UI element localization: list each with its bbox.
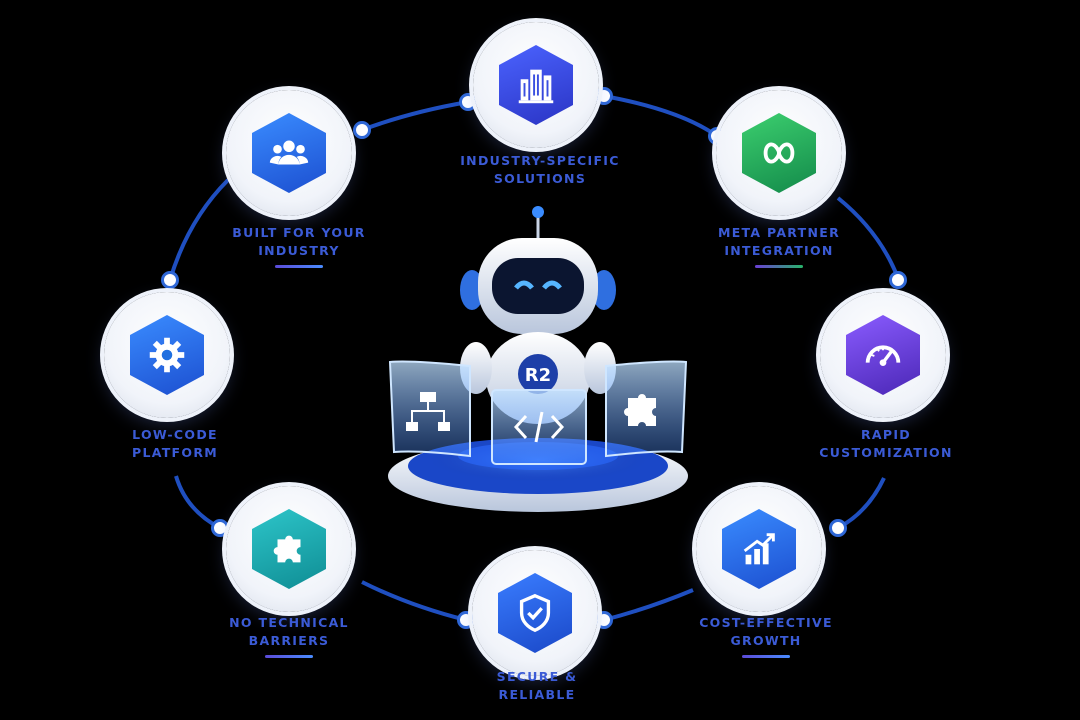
label-underline bbox=[755, 265, 803, 268]
shield-check-icon bbox=[498, 573, 572, 653]
label-underline bbox=[265, 655, 313, 658]
node-cost-effective[interactable] bbox=[696, 486, 822, 612]
connector-dot bbox=[889, 271, 907, 289]
robot-illustration: R2 bbox=[388, 206, 688, 512]
label-underline bbox=[742, 655, 790, 658]
flowchart-icon bbox=[406, 392, 450, 431]
node-meta-partner[interactable] bbox=[716, 90, 842, 216]
puzzle-icon bbox=[252, 509, 326, 589]
growth-chart-icon bbox=[722, 509, 796, 589]
node-no-technical-barriers[interactable] bbox=[226, 486, 352, 612]
users-icon bbox=[252, 113, 326, 193]
gear-icon bbox=[130, 315, 204, 395]
connector-dot bbox=[211, 519, 229, 537]
node-low-code[interactable] bbox=[104, 292, 230, 418]
connector-dot bbox=[829, 519, 847, 537]
buildings-icon bbox=[499, 45, 573, 125]
speedometer-icon bbox=[846, 315, 920, 395]
node-industry-specific[interactable] bbox=[473, 22, 599, 148]
label-secure-reliable: SECURE &RELIABLE bbox=[496, 669, 578, 702]
code-brackets-icon bbox=[513, 411, 565, 443]
puzzle-icon bbox=[624, 394, 656, 426]
meta-infinity-icon bbox=[742, 113, 816, 193]
node-built-for-industry[interactable] bbox=[226, 90, 352, 216]
label-underline bbox=[275, 265, 323, 268]
connector-dot bbox=[353, 121, 371, 139]
badge-r2: R2 bbox=[525, 365, 551, 386]
connector-dot bbox=[161, 271, 179, 289]
node-rapid-customization[interactable] bbox=[820, 292, 946, 418]
node-secure-reliable[interactable] bbox=[472, 550, 598, 676]
